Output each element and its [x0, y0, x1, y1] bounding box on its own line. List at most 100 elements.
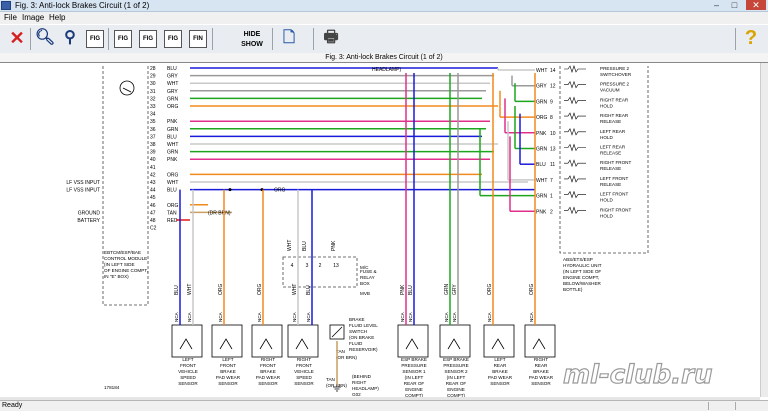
sensor-label: REAR [535, 363, 548, 368]
unit-wire-label: GRN [536, 147, 548, 153]
unit-pin-number: 9 [550, 99, 553, 105]
sensor-label: FRONT [260, 363, 276, 368]
module-pin-number: 28 [150, 66, 156, 72]
control-module-outline [102, 66, 149, 306]
sensor-label: PAD WEAR [216, 375, 241, 380]
sensor-label: RIGHT [261, 357, 275, 362]
menu-image[interactable]: Image [22, 13, 45, 22]
mvb-label: MVB [360, 291, 370, 296]
menu-file[interactable]: File [4, 13, 17, 22]
help-button[interactable]: ? [740, 27, 762, 51]
module-wire-label: WHT [167, 180, 178, 186]
unit-pin-desc: HOLD [600, 103, 613, 108]
tan-label: (OR BRN) [336, 355, 357, 360]
menu-help[interactable]: Help [49, 13, 66, 22]
sensor-nca-label: NCA [218, 311, 223, 322]
vertical-scrollbar[interactable] [760, 63, 768, 397]
unit-pin-number: 13 [550, 147, 556, 153]
module-pin-number: 35 [150, 119, 156, 125]
sensor-label: VEHICLE [294, 369, 314, 374]
horizontal-scrollbar[interactable] [0, 397, 760, 400]
sensor-label: ENGINE [447, 387, 465, 392]
module-wire-label: BLU [167, 66, 177, 72]
app-icon [1, 1, 11, 10]
hydraulic-unit-outline [559, 66, 649, 254]
sensor-wire-label: BLU [174, 285, 180, 295]
sensor-label: ENGINE [405, 387, 423, 392]
fig-next-button[interactable]: FIG [162, 27, 184, 51]
module-pin-number: 31 [150, 89, 156, 95]
module-pin-number: 32 [150, 96, 156, 102]
sensor-wire-label: BLU [408, 285, 414, 295]
solenoid-icon [564, 96, 586, 105]
page-setup-button[interactable]: 🗋 [278, 27, 300, 51]
unit-pin-desc: RELEASE [600, 182, 621, 187]
minimize-button[interactable]: – [713, 0, 719, 10]
module-pin-number: 38 [150, 142, 156, 148]
sensor-label: SPEED [296, 375, 312, 380]
sensor-label: PRESSURE [443, 363, 468, 368]
unit-pin-desc: RELEASE [600, 119, 621, 124]
fuse-box-label: RELAY [360, 275, 375, 280]
module-pin-number: 45 [150, 195, 156, 201]
fuse-box-label: FUSE & [360, 269, 377, 274]
sensor-label: PRESSURE [401, 363, 426, 368]
hide-show-button[interactable]: HIDE SHOW [237, 30, 267, 50]
module-wire-label: GRN [167, 150, 179, 156]
hide-label: HIDE [243, 31, 261, 38]
module-pin-number: 40 [150, 157, 156, 163]
unit-pin-number: 12 [550, 84, 556, 90]
status-bar: Ready [0, 400, 768, 411]
hydraulic-unit-label: BOTTLE) [563, 287, 583, 292]
unit-pin-desc: VACUUM [600, 88, 620, 93]
sensor-box [211, 324, 243, 358]
sensor-box [524, 324, 556, 358]
sensor-label: SENSOR [294, 381, 314, 386]
unit-pin-desc: RIGHT REAR [600, 113, 629, 118]
tan-label: (OR BRN) [326, 383, 347, 388]
unit-pin-desc: HOLD [600, 213, 613, 218]
module-name-label: (IN LEFT SIDE [104, 262, 135, 267]
zoom-out-button[interactable]: ⚲ [59, 27, 81, 51]
sensor-box [251, 324, 283, 358]
unit-pin-number: 8 [550, 115, 553, 121]
muc-label: M/C [360, 265, 369, 270]
sensor-label: FRONT [220, 363, 236, 368]
fluid-switch-label: BRAKE [349, 317, 365, 322]
title-bar: Fig. 3: Anti-lock Brakes Circuit (1 of 2… [0, 0, 768, 12]
maximize-button[interactable]: □ [731, 0, 738, 10]
module-pin-number: 37 [150, 134, 156, 140]
module-pin-number: 34 [150, 112, 156, 118]
close-x-button[interactable]: ✕ [6, 27, 28, 51]
sensor-nca-label: NCA [452, 311, 457, 322]
sensor-label: BRAKE [220, 369, 236, 374]
ground-location-label: RIGHT [352, 380, 366, 385]
sensor-label: BRAKE [260, 369, 276, 374]
solenoid-icon [564, 143, 586, 152]
fit-button[interactable]: FIG [84, 27, 106, 51]
help-question-icon: ? [744, 27, 758, 49]
ground-symbol-line [122, 87, 132, 93]
fig-page-button[interactable]: FIG [137, 27, 159, 51]
headlamp-label: HEADLAMP) [372, 67, 402, 73]
module-wire-label: TAN [167, 210, 177, 216]
unit-wire-label: WHT [536, 68, 547, 74]
hydraulic-unit-label: HYDRAULIC UNIT [563, 263, 602, 268]
unit-pin-number: 1 [550, 194, 553, 200]
module-name-label: IN "E" BOX) [104, 274, 129, 279]
status-separator [735, 402, 736, 410]
solenoid-icon [564, 112, 586, 121]
unit-pin-number: 14 [550, 68, 556, 74]
print-button[interactable]: 🖶 [320, 27, 342, 51]
zoom-in-button[interactable]: 🔍︎ [34, 27, 56, 51]
document-header: Fig. 3: Anti-lock Brakes Circuit (1 of 2… [0, 53, 768, 63]
find-button[interactable]: FIN [187, 27, 209, 51]
tan-label: TAN [336, 349, 345, 354]
unit-pin-desc: HOLD [600, 198, 613, 203]
fig-prev-button[interactable]: FIG [112, 27, 134, 51]
close-window-button[interactable]: ✕ [746, 0, 766, 10]
fuse-pin-number: 13 [333, 263, 339, 269]
unit-pin-desc: LEFT REAR [600, 145, 626, 150]
